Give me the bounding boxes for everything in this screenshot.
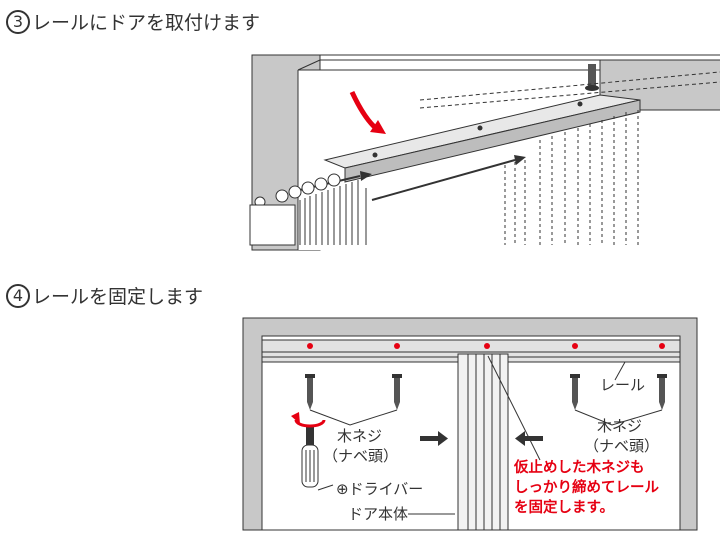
door-body — [457, 353, 541, 531]
step3-title: レールにドアを取付けます — [32, 12, 261, 34]
folded-door — [249, 180, 367, 246]
insert-arrow-icon — [349, 90, 386, 134]
step3-number: 3 — [6, 9, 30, 34]
note-line-3: を固定します。 — [514, 498, 614, 516]
step3-heading: 3 レールにドアを取付けます — [6, 8, 260, 35]
note-line-1: 仮止めした木ネジも — [513, 458, 645, 476]
rotation-arrow-icon — [291, 412, 326, 428]
step4-number: 4 — [6, 283, 30, 308]
note-line-2: しっかり締めてレール — [514, 478, 659, 496]
rail-screw-holes — [307, 343, 665, 349]
step4-title: レールを固定します — [32, 286, 204, 308]
door-body-label: ドア本体 — [348, 505, 408, 523]
step4-heading: 4 レールを固定します — [6, 282, 203, 309]
door-rollers — [254, 173, 341, 208]
door-destination-dashed — [504, 110, 639, 245]
wood-screw-label-left: 木ネジ — [337, 427, 382, 445]
direction-arrow-icon — [420, 431, 543, 446]
pan-head-label-left: （ナベ頭） — [323, 447, 398, 465]
pan-head-label-right: （ナベ頭） — [584, 437, 659, 455]
rail-shape — [323, 94, 641, 183]
wood-screw-label-right: 木ネジ — [597, 417, 642, 435]
screwdriver-icon — [301, 425, 319, 488]
wood-screw-icon — [305, 374, 667, 410]
step3-illustration — [249, 54, 720, 251]
wood-screw-icon — [585, 64, 599, 91]
rail-label: レール — [600, 376, 645, 394]
driver-label: ⊕ドライバー — [336, 480, 423, 498]
